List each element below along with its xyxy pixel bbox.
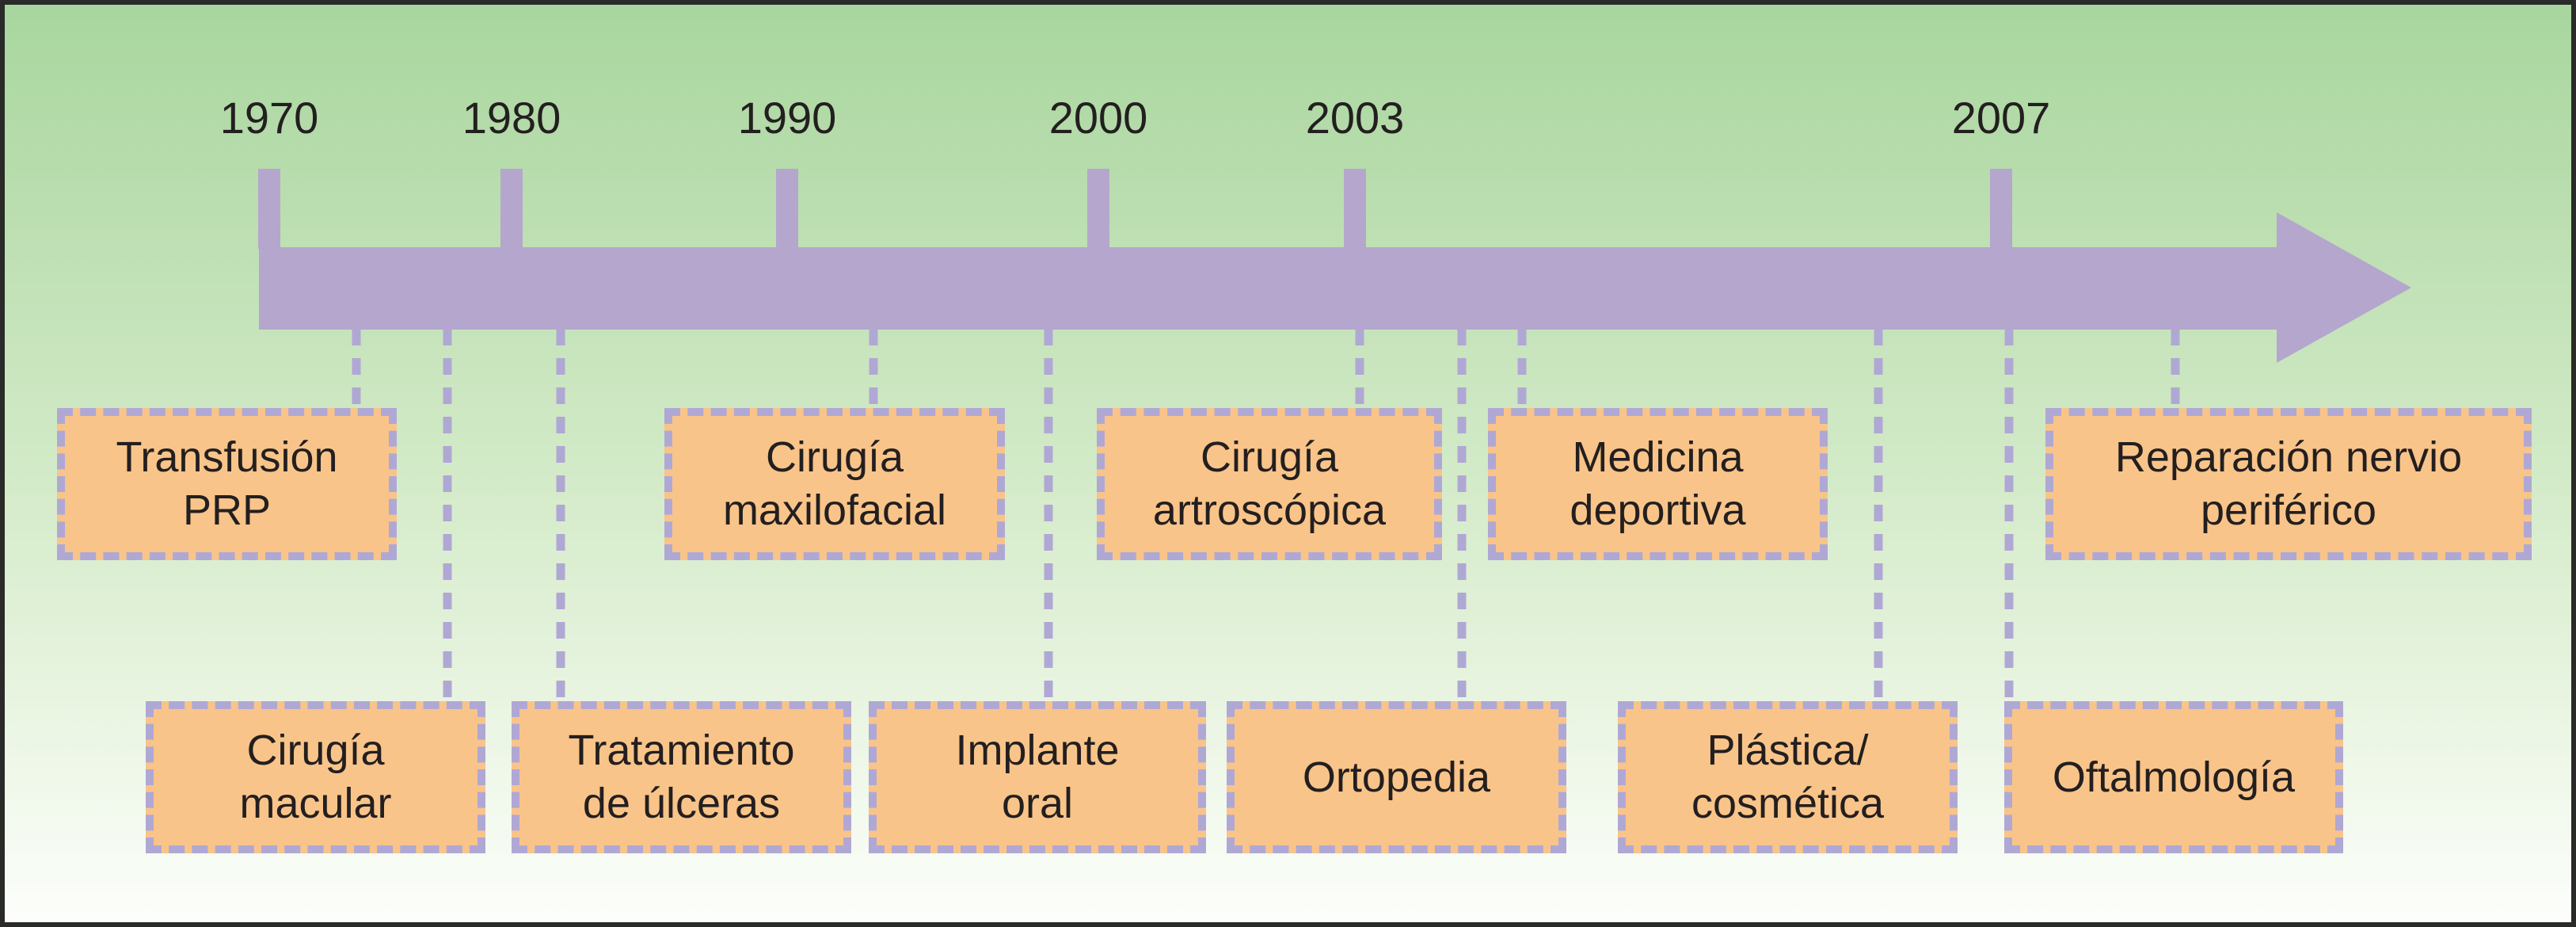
connector-reparacion-nervio-periferico <box>2171 329 2180 409</box>
event-box-ortopedia: Ortopedia <box>1227 701 1566 853</box>
connector-implante-oral <box>1044 329 1053 702</box>
connector-transfusion-prp <box>352 329 361 409</box>
year-label-2003: 2003 <box>1305 93 1405 143</box>
event-box-cirugia-artroscopica: Cirugía artroscópica <box>1097 408 1442 560</box>
tick-2003 <box>1344 169 1366 249</box>
tick-2007 <box>1990 169 2012 249</box>
event-label: Implante oral <box>955 727 1120 827</box>
event-label: Transfusión PRP <box>116 433 338 534</box>
connector-oftalmologia <box>2004 329 2014 702</box>
event-label: Medicina deportiva <box>1570 433 1746 534</box>
event-label: Tratamiento de úlceras <box>568 727 795 827</box>
timeline-bar <box>259 247 2277 330</box>
event-label: Cirugía maxilofacial <box>722 433 947 534</box>
connector-cirugia-macular <box>443 329 452 702</box>
event-box-oftalmologia: Oftalmología <box>2004 701 2343 853</box>
connector-plastica-cosmetica <box>1874 329 1883 702</box>
timeline-arrowhead <box>2277 212 2411 363</box>
year-label-1980: 1980 <box>462 93 561 143</box>
event-label: Reparación nervio periférico <box>2114 433 2463 534</box>
event-label: Cirugía macular <box>239 727 392 827</box>
event-box-medicina-deportiva: Medicina deportiva <box>1488 408 1828 560</box>
connector-medicina-deportiva <box>1517 329 1527 409</box>
tick-1970 <box>258 169 280 249</box>
event-label: Ortopedia <box>1302 753 1491 801</box>
year-label-1970: 1970 <box>219 93 319 143</box>
event-box-cirugia-maxilofacial: Cirugía maxilofacial <box>664 408 1005 560</box>
tick-2000 <box>1087 169 1109 249</box>
year-label-2007: 2007 <box>1951 93 2051 143</box>
tick-1990 <box>776 169 798 249</box>
event-box-reparacion-nervio-periferico: Reparación nervio periférico <box>2045 408 2532 560</box>
event-label: Plástica/ cosmética <box>1691 727 1885 827</box>
event-box-cirugia-macular: Cirugía macular <box>146 701 485 853</box>
connector-cirugia-maxilofacial <box>869 329 878 409</box>
event-label: Oftalmología <box>2052 753 2296 801</box>
connector-cirugia-artroscopica <box>1355 329 1364 409</box>
tick-1980 <box>500 169 523 249</box>
event-label: Cirugía artroscópica <box>1152 433 1387 534</box>
event-box-tratamiento-ulceras: Tratamiento de úlceras <box>512 701 851 853</box>
year-label-1990: 1990 <box>737 93 837 143</box>
connector-ortopedia <box>1457 329 1467 702</box>
event-box-plastica-cosmetica: Plástica/ cosmética <box>1618 701 1958 853</box>
year-label-2000: 2000 <box>1048 93 1148 143</box>
event-box-implante-oral: Implante oral <box>869 701 1206 853</box>
event-box-transfusion-prp: Transfusión PRP <box>57 408 397 560</box>
connector-tratamiento-ulceras <box>556 329 565 702</box>
